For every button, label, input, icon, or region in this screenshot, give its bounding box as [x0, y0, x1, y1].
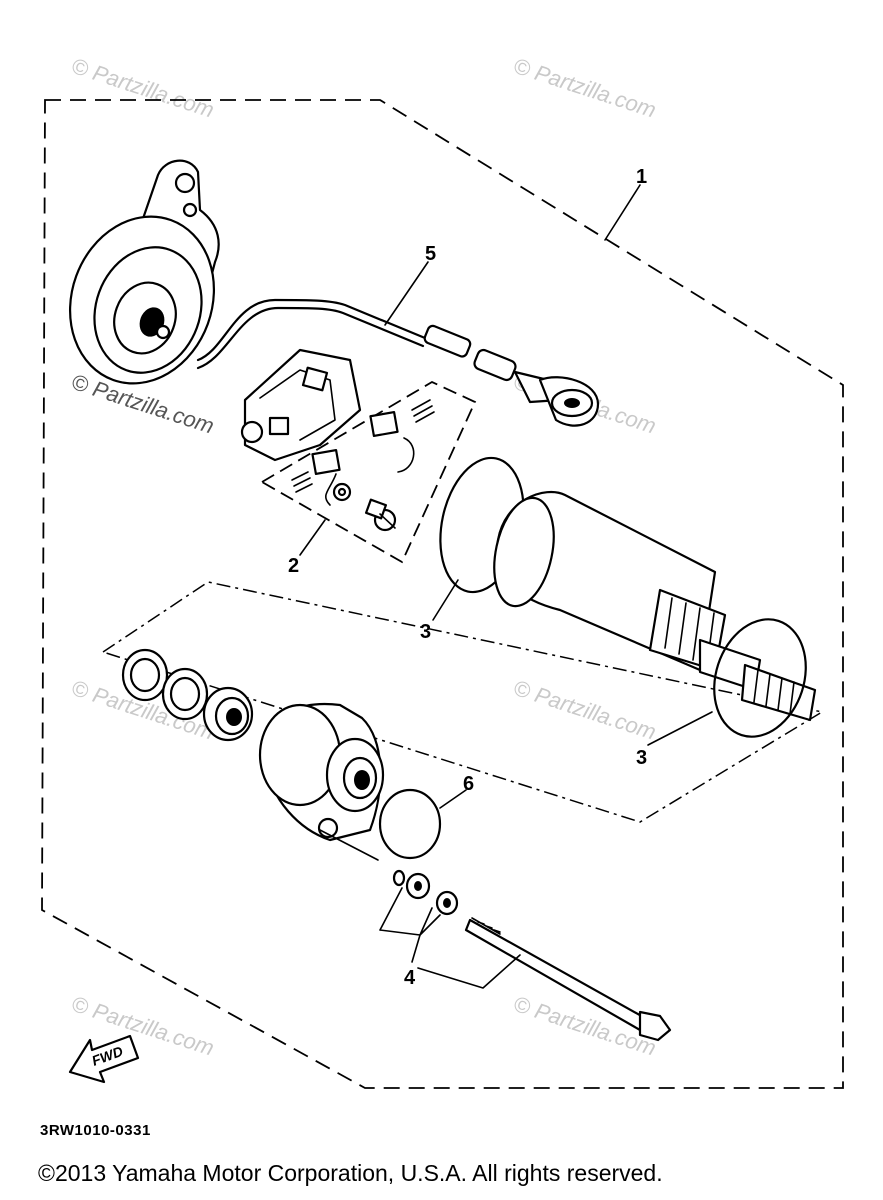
- callout-2: 2: [288, 555, 299, 577]
- brushes: [291, 399, 435, 532]
- assembly-boundary: [41, 99, 844, 1089]
- o-ring-6: [378, 788, 442, 860]
- watermark-2: © Partzilla.com: [510, 53, 659, 123]
- callout-1: 1: [636, 166, 647, 188]
- watermark-6: © Partzilla.com: [510, 675, 659, 745]
- front-washers: [121, 648, 254, 742]
- copyright-notice: ©2013 Yamaha Motor Corporation, U.S.A. A…: [38, 1160, 663, 1186]
- callout-3-front: 3: [636, 747, 647, 769]
- armature: [493, 490, 817, 722]
- lead-wire: [196, 298, 600, 427]
- callout-5: 5: [425, 243, 436, 265]
- callout-4: 4: [404, 967, 416, 989]
- leader-lines: [299, 184, 713, 989]
- rear-cover: [68, 159, 220, 385]
- callout-3-rear: 3: [420, 621, 431, 643]
- through-bolt-hardware: [392, 869, 459, 916]
- part-number: 3RW1010-0331: [40, 1122, 151, 1139]
- front-cover-set-boundary: [101, 581, 825, 823]
- watermark-1: © Partzilla.com: [68, 53, 217, 123]
- o-ring-front: [713, 618, 807, 738]
- through-bolt: [464, 917, 672, 1042]
- brush-holder: [240, 348, 362, 462]
- front-cover: [258, 702, 385, 842]
- callout-6: 6: [463, 773, 474, 795]
- fwd-arrow-icon: FWD: [68, 1034, 140, 1084]
